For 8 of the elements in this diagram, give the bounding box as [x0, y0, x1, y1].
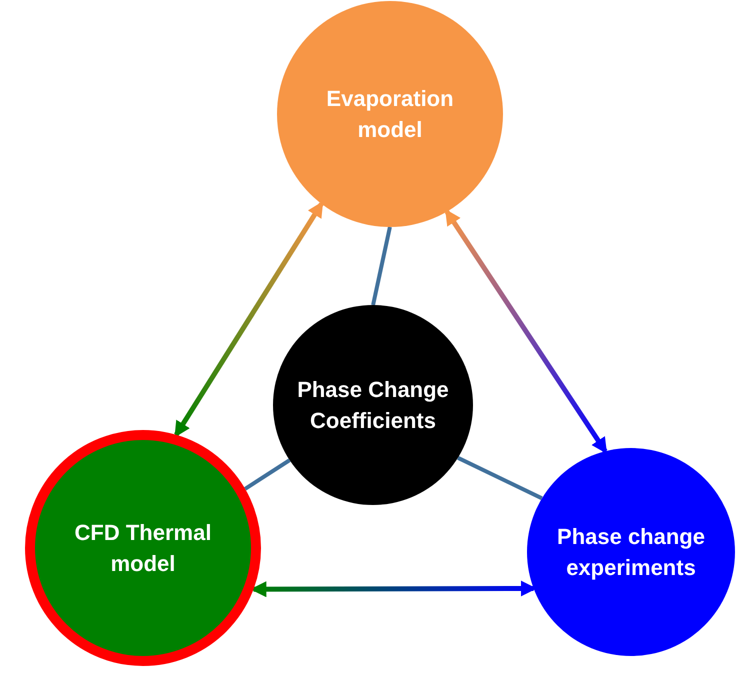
- circle-label: CFD Thermal model: [74, 519, 212, 578]
- circle-label: Evaporation model: [325, 85, 455, 144]
- connector-line: [244, 458, 291, 491]
- connector-line: [371, 226, 392, 306]
- connector-line: [457, 456, 543, 500]
- circle-label: Phase Change Coefficients: [296, 376, 450, 435]
- double-arrow: [444, 208, 608, 454]
- circle-label: Phase change experiments: [556, 523, 706, 582]
